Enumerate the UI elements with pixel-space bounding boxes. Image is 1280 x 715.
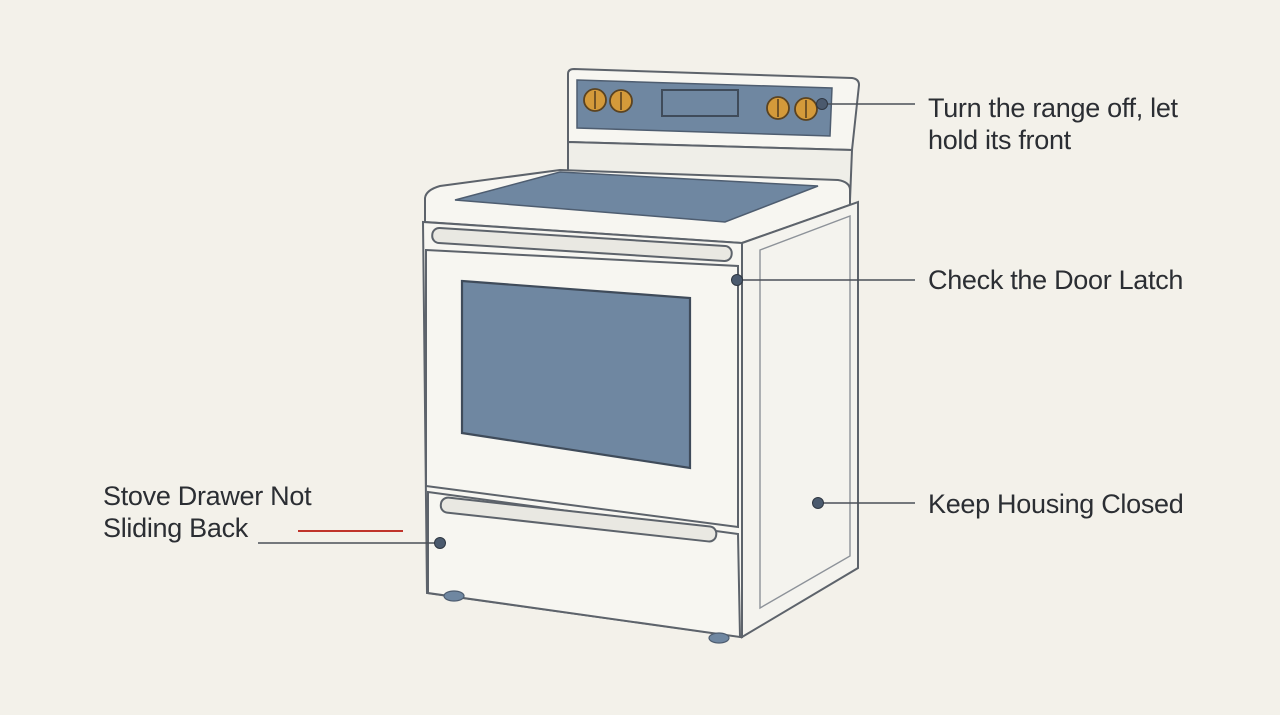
callout-housing: Keep Housing Closed — [928, 488, 1184, 520]
oven-door-handle[interactable] — [431, 227, 733, 262]
control-knob-icon[interactable] — [766, 96, 790, 120]
callout-controls: Turn the range off, let hold its front — [928, 92, 1178, 156]
foot — [708, 632, 730, 644]
storage-drawer[interactable] — [427, 490, 742, 639]
oven-window — [460, 279, 692, 470]
callout-housing-text: Keep Housing Closed — [928, 489, 1184, 519]
callout-door-latch-text: Check the Door Latch — [928, 265, 1184, 295]
leader-drawer — [258, 530, 446, 549]
leader-door-latch — [731, 274, 915, 286]
foot — [443, 590, 465, 602]
cooktop — [424, 168, 851, 245]
control-panel — [576, 79, 833, 137]
callout-controls-line-2: hold its front — [928, 125, 1071, 155]
callout-door-latch: Check the Door Latch — [928, 264, 1183, 296]
callout-drawer-line-1: Stove Drawer Not — [103, 481, 312, 511]
callout-drawer-line-2: Sliding Back — [103, 513, 248, 543]
drawer-handle[interactable] — [439, 496, 718, 543]
leader-housing — [812, 497, 915, 509]
control-knob-icon[interactable] — [609, 89, 633, 113]
control-knob-icon[interactable] — [794, 97, 818, 121]
display-window — [661, 89, 739, 117]
side-panel — [741, 200, 859, 639]
oven-door — [425, 227, 739, 529]
control-knob-icon[interactable] — [583, 88, 607, 112]
callout-drawer: Stove Drawer Not Sliding Back — [103, 480, 312, 544]
callout-controls-line-1: Turn the range off, let — [928, 93, 1178, 123]
leader-controls — [816, 98, 915, 110]
